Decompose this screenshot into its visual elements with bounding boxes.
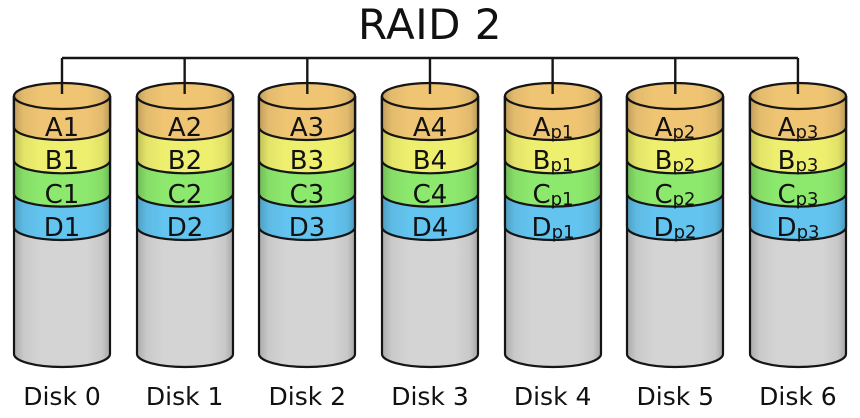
block-label: Bp3 bbox=[778, 146, 819, 176]
block-label-main: A2 bbox=[167, 113, 201, 143]
block-label-sub: p1 bbox=[551, 222, 574, 243]
block-label-sub: p3 bbox=[795, 155, 818, 176]
block-label-sub: p3 bbox=[795, 122, 818, 143]
block-label-sub: p1 bbox=[550, 189, 573, 210]
disk: A1 B1 C1 D1 Disk 0 bbox=[10, 80, 114, 411]
block-label: D1 bbox=[44, 213, 81, 243]
block-label: C3 bbox=[290, 180, 325, 210]
block-label-main: C1 bbox=[45, 180, 80, 210]
block-label: A2 bbox=[167, 113, 201, 143]
disk-shading bbox=[749, 83, 846, 367]
disk-cylinder-graphic: A4 B4 C4 D4 bbox=[380, 81, 480, 369]
block-label: A1 bbox=[45, 113, 79, 143]
block-label: B4 bbox=[413, 146, 447, 176]
disk-cylinder-graphic: A3 B3 C3 D3 bbox=[258, 81, 357, 369]
block-label: D4 bbox=[412, 213, 449, 243]
block-label: Ap1 bbox=[532, 113, 573, 143]
disk-cylinder-graphic: A1 B1 C1 D1 bbox=[12, 81, 112, 369]
block-label-main: B4 bbox=[413, 146, 447, 176]
block-label-main: B3 bbox=[290, 146, 324, 176]
block-label-main: C bbox=[532, 180, 550, 210]
disk: A2 B2 C2 D2 Disk 1 bbox=[133, 80, 237, 411]
block-label: Dp1 bbox=[531, 213, 574, 243]
disk-label: Disk 0 bbox=[23, 382, 101, 411]
block-label-main: B2 bbox=[167, 146, 201, 176]
block-label-main: D bbox=[654, 213, 674, 243]
block-label: Ap2 bbox=[655, 113, 696, 143]
block-label: Dp3 bbox=[776, 213, 819, 243]
disk-cylinder-graphic: A2 B2 C2 D2 bbox=[135, 81, 234, 369]
block-label-sub: p1 bbox=[550, 155, 573, 176]
block-label: D3 bbox=[289, 213, 326, 243]
block-label-main: A4 bbox=[413, 113, 447, 143]
block-label: B3 bbox=[290, 146, 324, 176]
block-label-sub: p2 bbox=[674, 222, 697, 243]
block-label-main: D1 bbox=[44, 213, 81, 243]
block-label-main: D4 bbox=[412, 213, 449, 243]
disk-label: Disk 5 bbox=[636, 382, 715, 411]
block-label-main: A bbox=[532, 113, 550, 143]
disk-label: Disk 3 bbox=[391, 382, 469, 411]
block-label: Cp2 bbox=[655, 180, 696, 210]
block-label-main: B bbox=[655, 146, 673, 176]
disk-cylinder-graphic: Ap2 Bp2 Cp2 Dp2 bbox=[626, 81, 725, 369]
disk-cylinder-graphic: Ap3 Bp3 Cp3 Dp3 bbox=[748, 81, 848, 369]
block-label-main: A1 bbox=[45, 113, 79, 143]
block-label-main: B bbox=[532, 146, 550, 176]
disk-label: Disk 1 bbox=[145, 382, 224, 411]
disk-label: Disk 4 bbox=[513, 382, 592, 411]
block-label: Cp3 bbox=[777, 180, 818, 210]
block-label-main: D bbox=[776, 213, 796, 243]
disk: Ap2 Bp2 Cp2 Dp2 Disk 5 bbox=[623, 80, 727, 411]
block-label-sub: p2 bbox=[673, 155, 696, 176]
block-label-main: C bbox=[655, 180, 673, 210]
block-label: C1 bbox=[45, 180, 80, 210]
block-label-main: B1 bbox=[45, 146, 79, 176]
disk: A3 B3 C3 D3 Disk 2 bbox=[255, 80, 359, 411]
block-label: B1 bbox=[45, 146, 79, 176]
block-label-sub: p3 bbox=[796, 189, 819, 210]
disks-row: A1 B1 C1 D1 Disk 0 A2 B2 C2 D2 Disk 1 bbox=[0, 80, 860, 411]
block-label: A3 bbox=[290, 113, 324, 143]
disk-shading bbox=[14, 83, 110, 367]
disk: Ap3 Bp3 Cp3 Dp3 Disk 6 bbox=[746, 80, 850, 411]
block-label: C2 bbox=[167, 180, 202, 210]
disk-shading bbox=[381, 83, 478, 367]
disk-shading bbox=[136, 83, 233, 367]
block-label-sub: p2 bbox=[673, 122, 696, 143]
block-label-main: A bbox=[655, 113, 673, 143]
block-label-sub: p3 bbox=[797, 222, 820, 243]
block-label: Bp1 bbox=[532, 146, 573, 176]
block-label: Cp1 bbox=[532, 180, 573, 210]
disk-shading bbox=[504, 83, 601, 367]
block-label-sub: p2 bbox=[673, 189, 696, 210]
disk-label: Disk 2 bbox=[268, 382, 347, 411]
block-label: A4 bbox=[413, 113, 447, 143]
diagram-title: RAID 2 bbox=[357, 0, 502, 49]
block-label: Ap3 bbox=[778, 113, 819, 143]
block-label-main: C2 bbox=[167, 180, 202, 210]
disk: A4 B4 C4 D4 Disk 3 bbox=[378, 80, 482, 411]
block-label-main: D2 bbox=[166, 213, 203, 243]
block-label-main: C4 bbox=[413, 180, 448, 210]
block-label-main: C bbox=[777, 180, 795, 210]
block-label-main: A bbox=[778, 113, 796, 143]
block-label: Bp2 bbox=[655, 146, 696, 176]
block-label-main: D3 bbox=[289, 213, 326, 243]
block-label: C4 bbox=[413, 180, 448, 210]
disk-shading bbox=[259, 83, 356, 367]
disk-cylinder-graphic: Ap1 Bp1 Cp1 Dp1 bbox=[503, 81, 602, 369]
block-label: D2 bbox=[166, 213, 203, 243]
block-label-sub: p1 bbox=[550, 122, 573, 143]
disk-label: Disk 6 bbox=[759, 382, 837, 411]
block-label-main: A3 bbox=[290, 113, 324, 143]
disk: Ap1 Bp1 Cp1 Dp1 Disk 4 bbox=[501, 80, 605, 411]
block-label-main: C3 bbox=[290, 180, 325, 210]
block-label: Dp2 bbox=[654, 213, 697, 243]
block-label-main: B bbox=[778, 146, 796, 176]
block-label-main: D bbox=[531, 213, 551, 243]
block-label: B2 bbox=[167, 146, 201, 176]
disk-shading bbox=[627, 83, 724, 367]
